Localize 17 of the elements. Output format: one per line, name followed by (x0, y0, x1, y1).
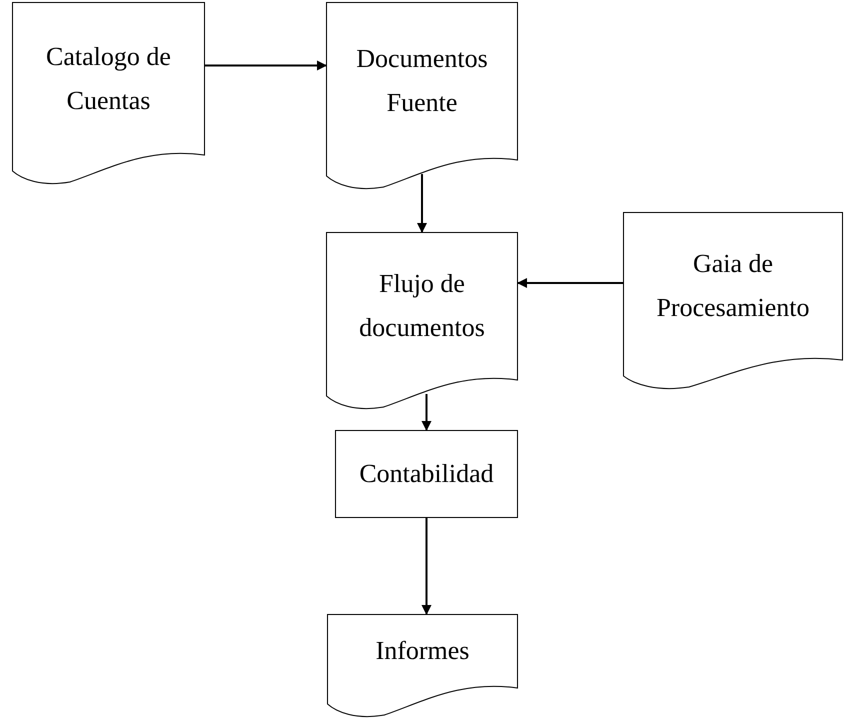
document-shape (326, 232, 518, 410)
arrow (205, 60, 327, 70)
arrow (417, 174, 427, 233)
node-label: Documentos Fuente (355, 43, 489, 119)
arrow (422, 394, 432, 431)
document-shape (12, 2, 205, 185)
arrow (517, 278, 623, 288)
document-shape (623, 212, 843, 390)
document-shape (326, 2, 518, 190)
node-label: Contabilidad (358, 458, 495, 490)
arrow (422, 518, 432, 615)
node-label: Catalogo de Cuentas (45, 40, 172, 116)
node-label: Informes (374, 635, 470, 667)
node-label: Flujo de documentos (358, 268, 486, 344)
process-box (335, 430, 518, 518)
document-shape (327, 614, 518, 718)
node-label: Gaia de Procesamiento (655, 248, 811, 324)
